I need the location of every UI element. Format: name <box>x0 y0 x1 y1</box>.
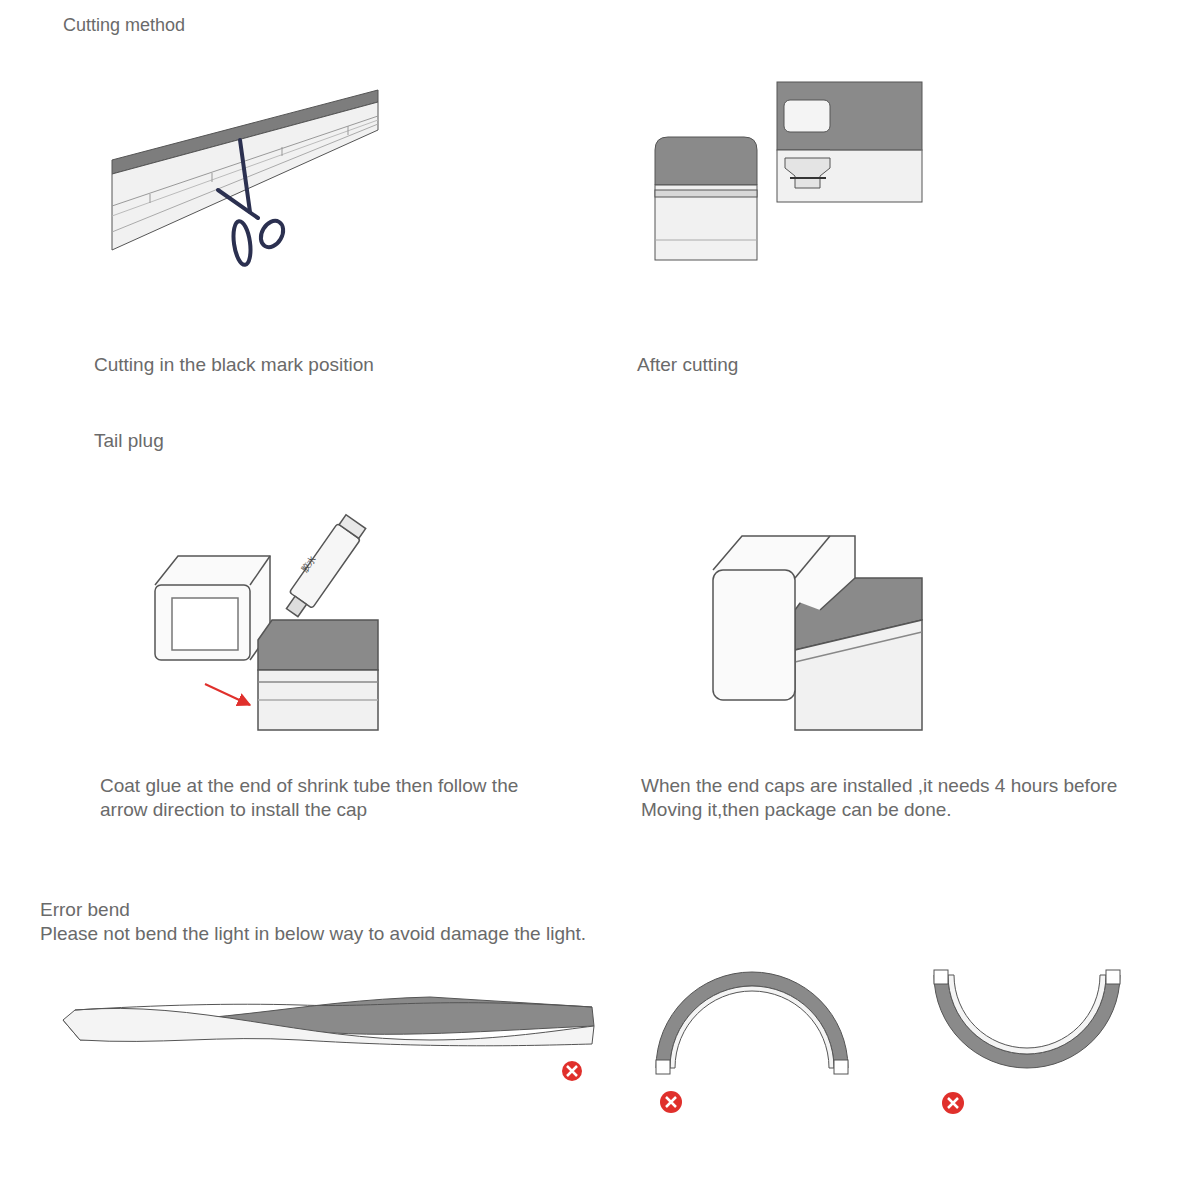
step-caption: After cutting <box>637 353 738 377</box>
cap-installed-figure <box>713 536 922 730</box>
warning-note: Please not bend the light in below way t… <box>40 922 586 946</box>
cap-glue-figure <box>155 514 378 730</box>
twist-bend-figure <box>63 997 594 1046</box>
error-mark <box>562 1061 964 1114</box>
step-caption: Cutting in the black mark position <box>94 353 374 377</box>
section-heading: Cutting method <box>63 13 185 37</box>
section-heading: Tail plug <box>94 429 164 453</box>
install-arrow <box>205 684 250 705</box>
after-cut-figure <box>655 82 922 260</box>
arch-bend-figure <box>656 972 848 1074</box>
step-caption: When the end caps are installed ,it need… <box>641 774 1181 822</box>
u-bend-figure <box>934 970 1120 1068</box>
section-heading: Error bend <box>40 898 130 922</box>
scissors-symbol <box>218 140 288 266</box>
step-caption: Coat glue at the end of shrink tube then… <box>100 774 540 822</box>
tube-label: 胶水 <box>300 555 318 575</box>
